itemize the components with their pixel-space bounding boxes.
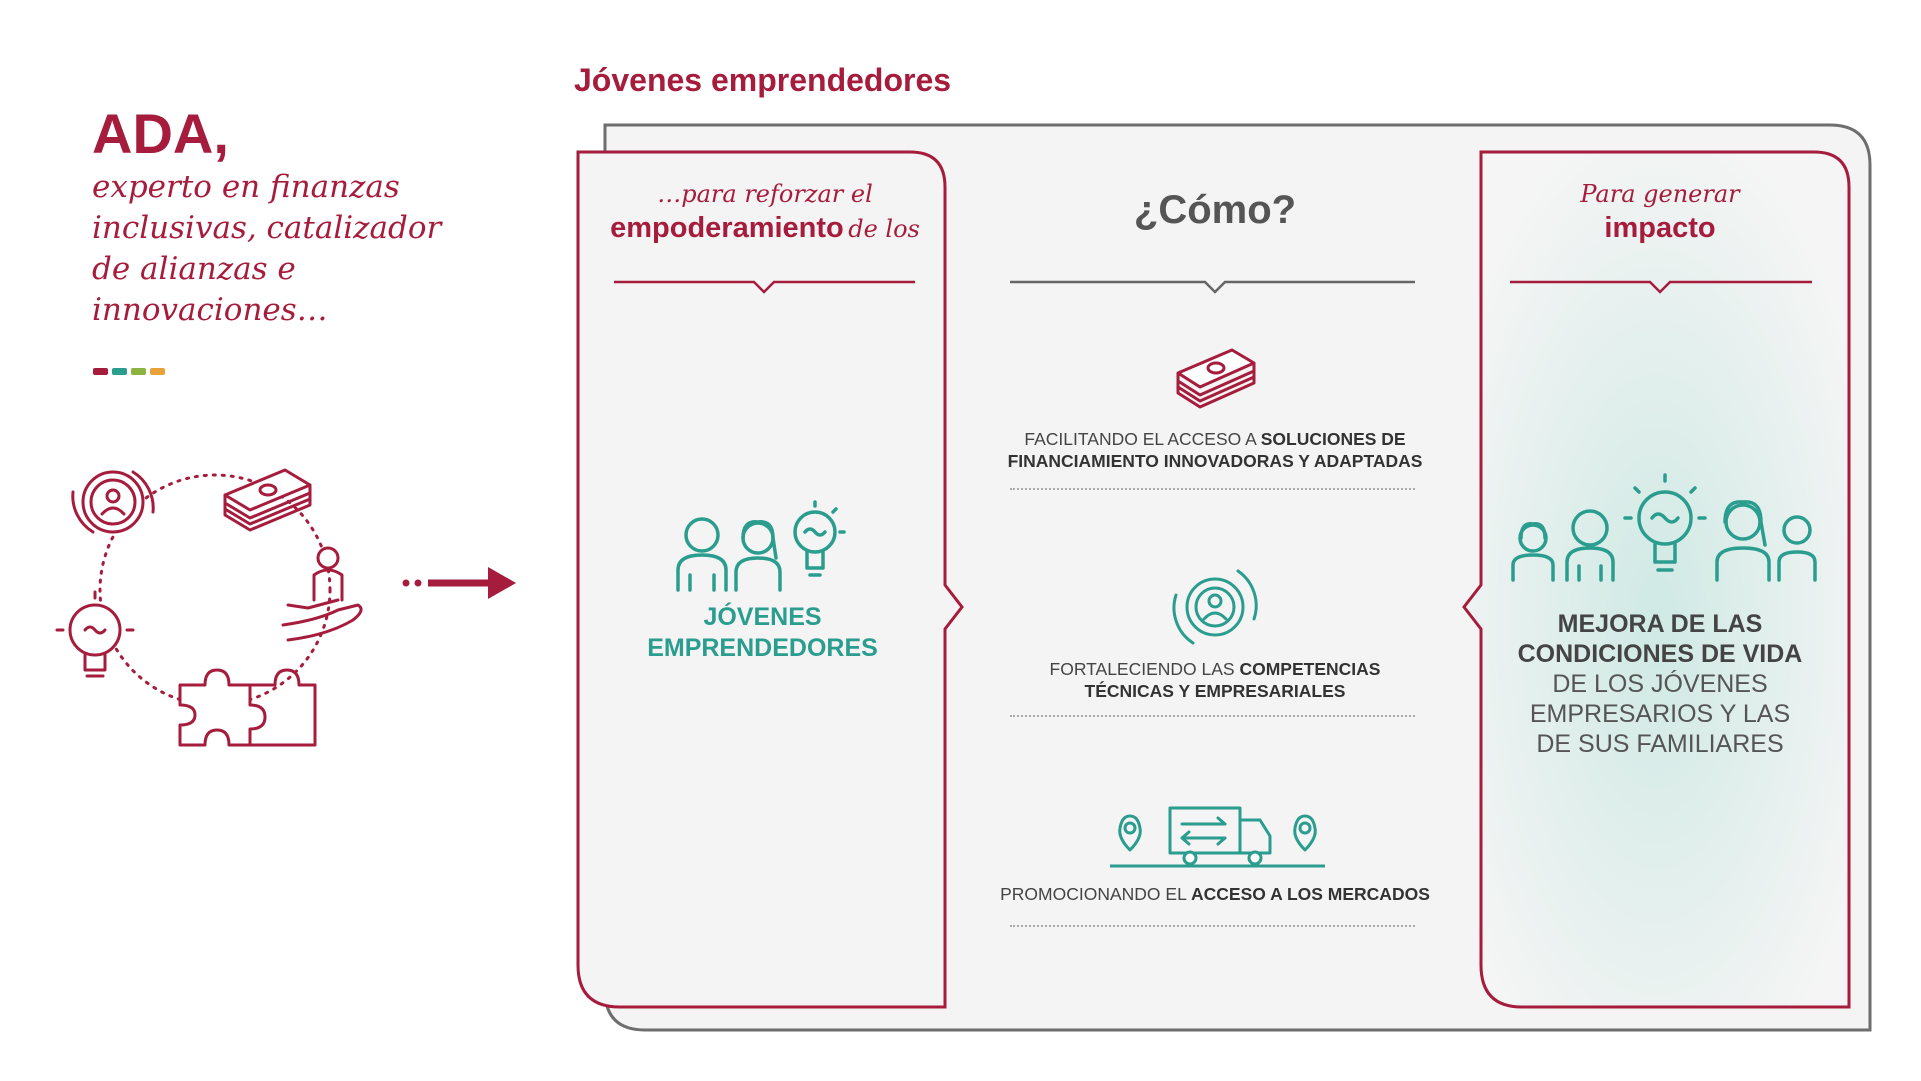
- young-entrepreneurs-icon: [676, 500, 846, 592]
- how-item-skills: FORTALECIENDO LAS COMPETENCIAS TÉCNICAS …: [985, 658, 1445, 702]
- color-dot-teal: [112, 368, 127, 375]
- ada-title: ADA,: [92, 102, 229, 165]
- right-panel: [1462, 150, 1851, 1009]
- left-column-title: …para reforzar el empoderamiento de los: [590, 180, 940, 245]
- item-text-pre: FACILITANDO EL ACCESO A: [1024, 429, 1261, 449]
- how-item-markets: PROMOCIONANDO EL ACCESO A LOS MERCADOS: [975, 883, 1455, 905]
- item-text-bold-2: TÉCNICAS Y EMPRESARIALES: [1084, 681, 1346, 701]
- right-arrow-icon: [402, 567, 516, 599]
- families-impact-icon: [1511, 473, 1817, 582]
- item-text-bold: ACCESO A LOS MERCADOS: [1191, 884, 1430, 904]
- label-line-1: JÓVENES: [703, 603, 822, 631]
- ada-subtitle: experto en finanzas inclusivas, cataliza…: [92, 169, 442, 328]
- color-dot-orange: [150, 368, 165, 375]
- item-text-pre: FORTALECIENDO LAS: [1049, 659, 1240, 679]
- gear-person-icon: [1172, 569, 1258, 645]
- item-text-bold: SOLUCIONES DE: [1260, 429, 1406, 449]
- impact-line-2: CONDICIONES DE VIDA: [1517, 640, 1803, 668]
- delivery-truck-icon: [1110, 806, 1325, 868]
- hand-person-icon: [281, 546, 363, 642]
- money-stack-icon: [223, 468, 312, 532]
- impact-line-4: EMPRESARIOS Y LAS: [1529, 700, 1791, 728]
- section-title: Jóvenes emprendedores: [574, 62, 952, 98]
- middle-divider: [1010, 280, 1415, 294]
- dotted-separator: [1010, 925, 1415, 927]
- left-divider: [614, 280, 915, 294]
- impact-text: MEJORA DE LAS CONDICIONES DE VIDA DE LOS…: [1490, 609, 1830, 759]
- item-text-pre: PROMOCIONANDO EL: [1000, 884, 1192, 904]
- ada-cycle-diagram: [55, 468, 363, 747]
- middle-column-title: ¿Cómo?: [1133, 188, 1297, 232]
- dotted-separator: [1010, 488, 1415, 490]
- right-title-bold: impacto: [1604, 212, 1716, 244]
- lightbulb-icon: [55, 590, 135, 678]
- puzzle-icon: [178, 668, 317, 747]
- gear-person-icon: [71, 470, 155, 534]
- left-title-tail: de los: [848, 215, 920, 243]
- item-text-bold: COMPETENCIAS: [1239, 659, 1381, 679]
- young-entrepreneurs-label: JÓVENES EMPRENDEDORES: [600, 602, 925, 664]
- left-title-italic: …para reforzar el: [657, 180, 873, 208]
- label-line-2: EMPRENDEDORES: [647, 634, 878, 662]
- left-panel: [576, 150, 964, 1009]
- item-text-bold-2: FINANCIAMIENTO INNOVADORAS Y ADAPTADAS: [1007, 451, 1423, 471]
- right-column-title: Para generar impacto: [1490, 180, 1830, 245]
- right-title-italic: Para generar: [1580, 180, 1740, 208]
- impact-line-1: MEJORA DE LAS: [1557, 610, 1763, 638]
- impact-line-3: DE LOS JÓVENES: [1552, 670, 1768, 698]
- impact-line-5: DE SUS FAMILIARES: [1536, 730, 1784, 758]
- right-divider: [1510, 280, 1812, 294]
- color-dot-green: [131, 368, 146, 375]
- color-dot-red: [93, 368, 108, 375]
- dotted-separator: [1010, 715, 1415, 717]
- left-title-bold: empoderamiento: [610, 212, 844, 244]
- how-item-financing: FACILITANDO EL ACCESO A SOLUCIONES DE FI…: [985, 428, 1445, 472]
- money-stack-icon: [1176, 348, 1256, 409]
